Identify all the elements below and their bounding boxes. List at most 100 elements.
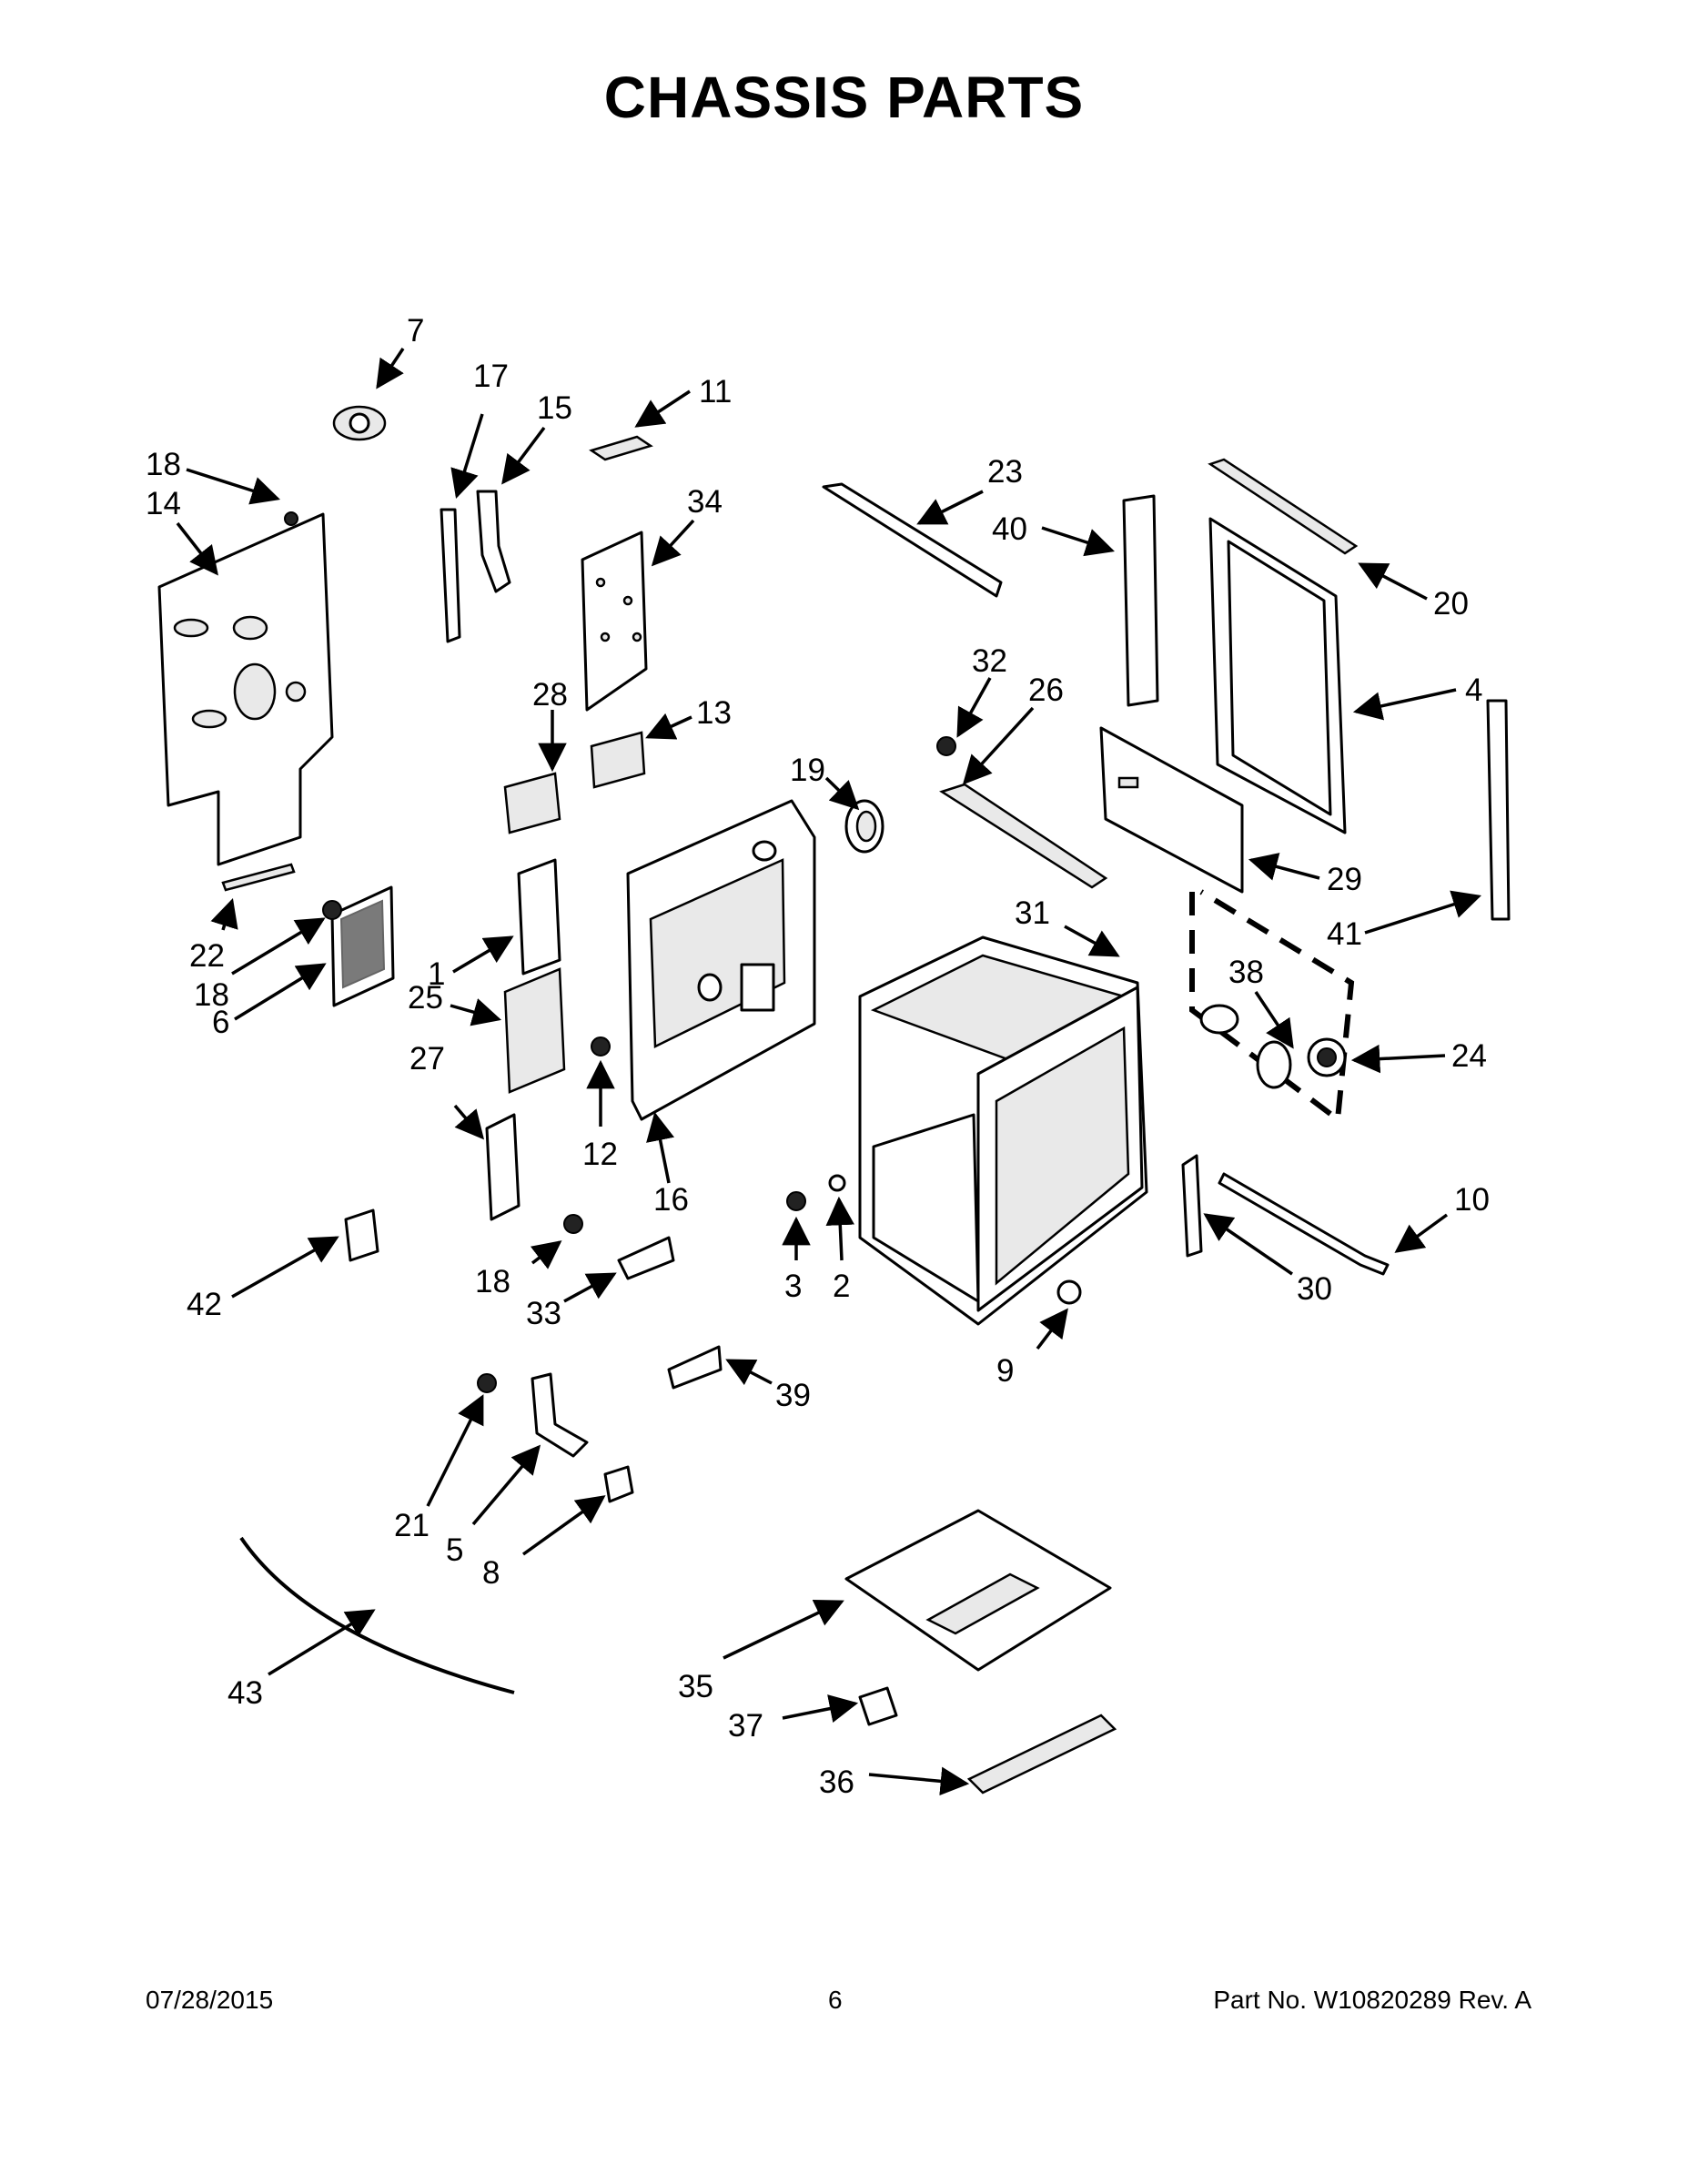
leader-21: [426, 1394, 484, 1507]
callout-33: 33: [526, 1296, 561, 1331]
part-35-illustration: [844, 1509, 1112, 1672]
leader-23: [916, 490, 984, 525]
leader-32: [956, 677, 992, 738]
callout-18: 18: [475, 1264, 510, 1299]
callout-37: 37: [728, 1708, 763, 1744]
leader-16: [646, 1111, 675, 1184]
part-4-illustration: [1208, 517, 1347, 834]
part-6-illustration: [330, 885, 395, 1007]
callout-39: 39: [775, 1378, 811, 1413]
part-43-illustration: [239, 1536, 515, 1694]
part-22-illustration: [221, 863, 296, 892]
callout-19: 19: [790, 753, 825, 788]
callout-31: 31: [1015, 895, 1050, 931]
leader-10: [1394, 1213, 1449, 1253]
callout-41: 41: [1327, 916, 1362, 952]
leader-8: [521, 1495, 606, 1556]
part-38-24-group-box: [1189, 889, 1355, 1125]
leader-2: [825, 1196, 855, 1261]
footer-part-number: Part No. W10820289 Rev. A: [1213, 1986, 1531, 2014]
leader-13: [645, 713, 692, 740]
footer-page-number: 6: [828, 1986, 843, 2014]
callout-15: 15: [537, 390, 572, 426]
callout-35: 35: [678, 1669, 713, 1704]
callout-3: 3: [784, 1269, 802, 1304]
leader-11: [634, 389, 691, 428]
leader-5: [471, 1444, 541, 1526]
leader-4: [1352, 688, 1457, 721]
callout-13: 13: [696, 695, 732, 731]
callout-34: 34: [687, 484, 723, 520]
part-40-illustration: [1122, 494, 1159, 707]
callout-14: 14: [146, 486, 181, 521]
part-31-illustration: [858, 935, 1148, 1326]
part-18-screw-illustration: [322, 900, 342, 920]
part-23-illustration: [822, 482, 1003, 598]
part-41-illustration: [1486, 699, 1511, 921]
callout-12: 12: [582, 1137, 618, 1172]
part-27-illustration: [485, 1113, 521, 1221]
leader-lines: [176, 348, 1482, 1796]
callout-32: 32: [972, 643, 1007, 679]
part-8-illustration: [603, 1465, 634, 1503]
callout-27: 27: [409, 1041, 445, 1077]
leader-18c: [530, 1240, 562, 1269]
part-13-illustration: [590, 731, 646, 789]
part-drawings: [157, 405, 1511, 1795]
leader-6: [234, 963, 327, 1021]
part-18b-screw-illustration: [563, 1214, 583, 1234]
callout-9: 9: [996, 1353, 1014, 1389]
part-30-illustration: [1181, 1154, 1203, 1258]
part-33-illustration: [617, 1236, 675, 1280]
callout-23: 23: [987, 454, 1023, 490]
callout-16: 16: [653, 1182, 689, 1218]
callout-26: 26: [1028, 672, 1064, 708]
leader-34: [651, 519, 695, 567]
leader-35: [723, 1599, 844, 1660]
part-29-illustration: [1099, 726, 1244, 894]
leader-18a: [186, 468, 281, 505]
callout-38: 38: [1228, 955, 1264, 990]
part-7-illustration: [332, 405, 387, 441]
part-42-illustration: [344, 1208, 379, 1262]
part-36-illustration: [966, 1714, 1117, 1795]
footer-date: 07/28/2015: [146, 1986, 274, 2014]
leader-31: [1064, 925, 1120, 957]
callout-43: 43: [227, 1675, 263, 1711]
leader-39: [725, 1359, 773, 1386]
callout-11: 11: [699, 374, 732, 410]
part-1-illustration: [517, 858, 561, 976]
part-32-illustration: [936, 736, 956, 756]
leader-33: [563, 1272, 617, 1303]
part-5-illustration: [531, 1372, 589, 1458]
leader-9: [1036, 1308, 1068, 1350]
part-39-illustration: [667, 1345, 723, 1390]
callout-36: 36: [819, 1764, 854, 1800]
leader-1: [452, 935, 514, 974]
part-10-illustration: [1218, 1172, 1390, 1276]
callout-labels: 7 17 15 11 18 14 34 23 40 20 4 32 26 28 …: [146, 313, 1490, 1800]
callout-20: 20: [1433, 586, 1469, 622]
part-9-illustration: [1056, 1279, 1082, 1305]
callout-6: 6: [212, 1005, 229, 1040]
callout-28: 28: [532, 677, 568, 713]
part-17-15-illustration: [440, 490, 511, 643]
callout-42: 42: [187, 1287, 222, 1322]
leader-22: [210, 897, 238, 931]
leader-29: [1248, 853, 1320, 881]
leader-14: [176, 521, 218, 576]
leader-15: [501, 426, 546, 485]
leader-40: [1041, 526, 1115, 557]
part-37-illustration: [858, 1686, 898, 1726]
callout-29: 29: [1327, 862, 1362, 897]
part-34-illustration: [581, 531, 648, 712]
callout-8: 8: [482, 1555, 500, 1591]
part-12-screw-illustration: [591, 1036, 611, 1057]
part-19-illustration: [844, 799, 884, 854]
part-26-illustration: [939, 783, 1108, 889]
leader-17: [450, 413, 484, 500]
leader-18b: [231, 917, 326, 976]
part-11-illustration: [589, 435, 653, 461]
leader-19: [824, 776, 860, 811]
